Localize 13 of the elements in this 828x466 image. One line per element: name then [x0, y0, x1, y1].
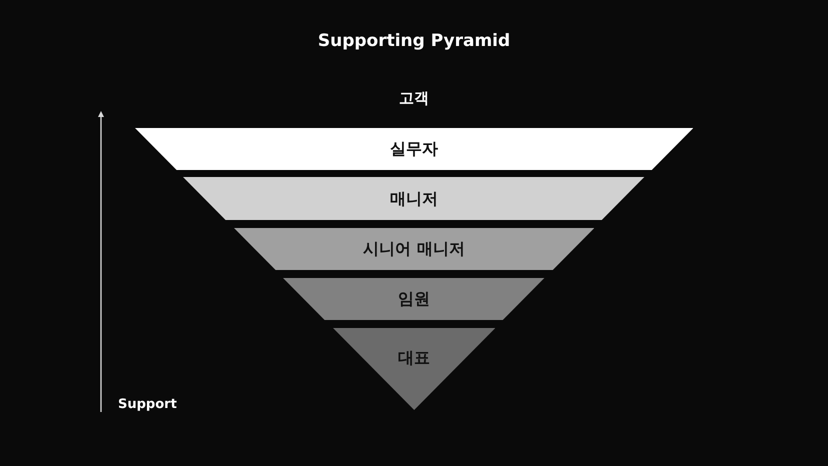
pyramid-tier — [234, 228, 594, 270]
tier-label: 대표 — [398, 348, 430, 368]
top-label: 고객 — [399, 89, 429, 108]
pyramid-tier — [283, 278, 545, 320]
tier-label: 실무자 — [390, 139, 438, 159]
pyramid-tier — [183, 177, 645, 220]
tier-label: 시니어 매니저 — [363, 239, 465, 259]
axis-label: Support — [118, 397, 177, 412]
tier-label: 매니저 — [390, 188, 438, 208]
title: Supporting Pyramid — [318, 31, 510, 51]
tier-label: 임원 — [398, 289, 430, 309]
pyramid-tier — [134, 128, 694, 170]
pyramid-apex — [332, 328, 496, 410]
